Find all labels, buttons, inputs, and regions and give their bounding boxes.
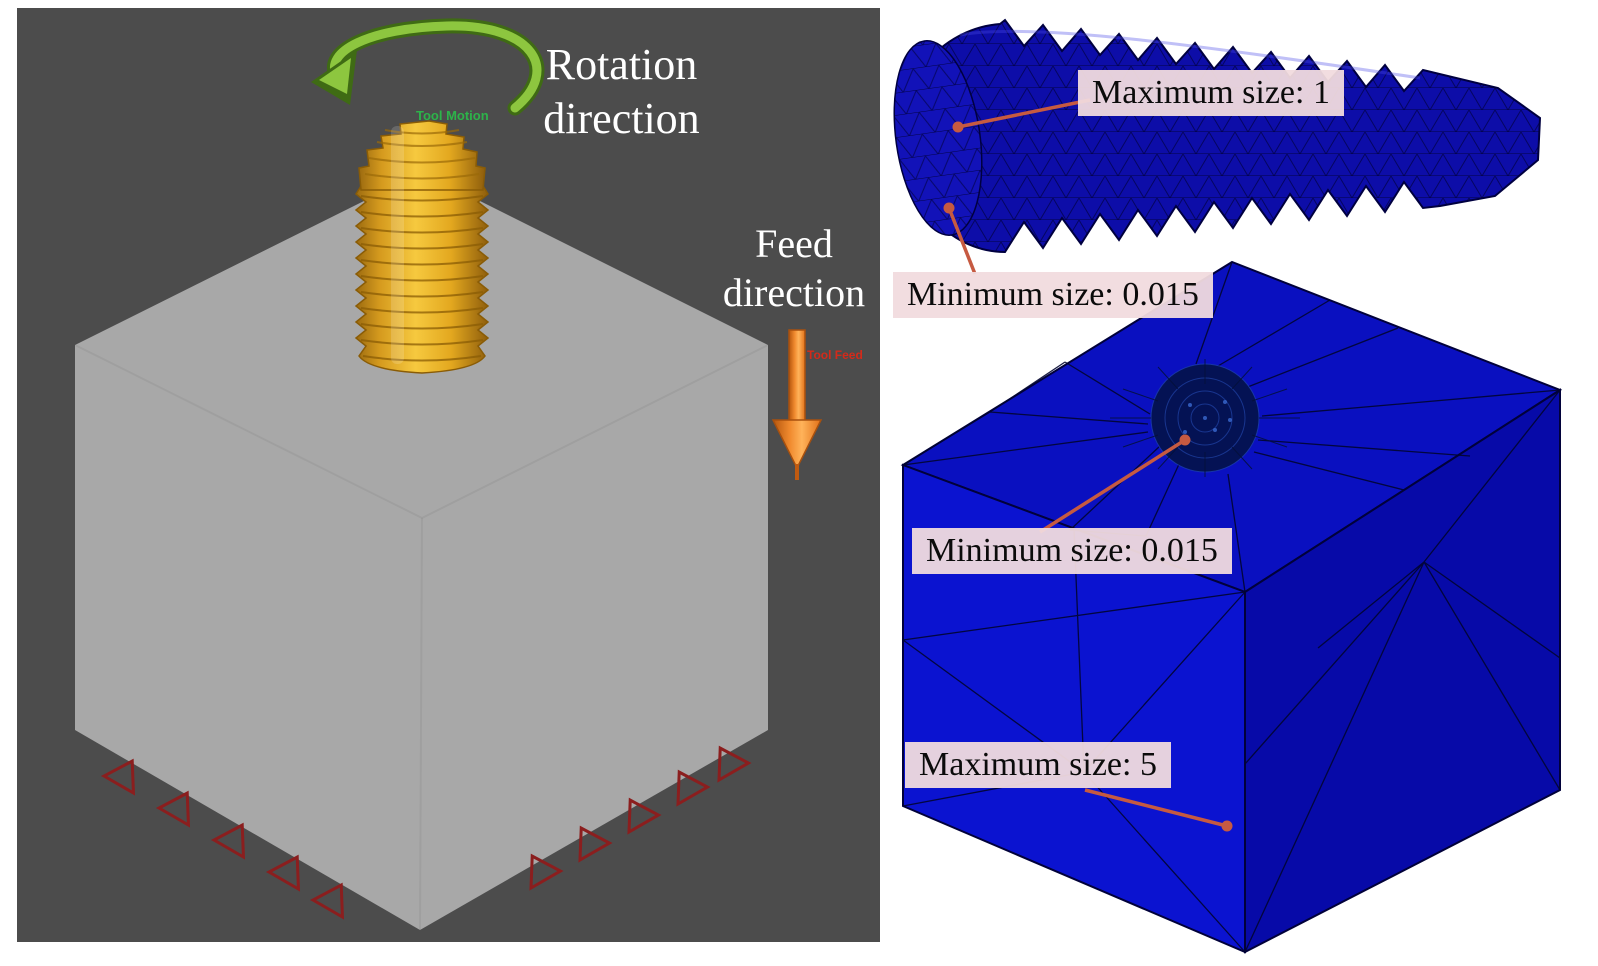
boundary-triangle-icon: [717, 745, 752, 783]
boundary-triangle-icon: [100, 758, 136, 796]
workpiece-block: [74, 172, 769, 931]
boundary-condition-triangles: [100, 745, 752, 920]
tool-mesh: [893, 18, 1542, 254]
workpiece-cube-mesh: [900, 260, 1563, 954]
boundary-triangle-icon: [627, 797, 662, 835]
boundary-triangle-icon: [155, 790, 191, 828]
rotation-arrow-icon: [311, 18, 545, 116]
feed-arrow-icon: [771, 329, 823, 480]
tool-motion-label: Tool Motion: [416, 108, 489, 123]
workpiece-mesh-maximum-size-label: Maximum size: 5: [905, 742, 1171, 788]
tool-mesh-minimum-size-label: Minimum size: 0.015: [893, 272, 1213, 318]
boundary-triangle-icon: [529, 853, 564, 891]
boundary-triangle-icon: [265, 854, 301, 892]
tool-mesh-maximum-size-label: Maximum size: 1: [1078, 70, 1344, 116]
boundary-triangle-icon: [210, 822, 246, 860]
simulation-scene: [74, 18, 823, 931]
boundary-triangle-icon: [578, 825, 613, 863]
feed-direction-label: Feed direction: [722, 221, 866, 315]
boundary-triangle-icon: [676, 769, 711, 807]
mesh-lines: [902, 261, 1561, 953]
drill-tool: [354, 120, 490, 374]
tool-feed-label: Tool Feed: [807, 348, 863, 362]
rotation-direction-label: Rotation direction: [543, 40, 700, 143]
workpiece-mesh-minimum-size-label: Minimum size: 0.015: [912, 528, 1232, 574]
cube-edge-lines: [74, 344, 769, 931]
boundary-triangle-icon: [309, 882, 345, 920]
leader-lines: [947, 98, 1228, 828]
leader-dots: [943, 121, 1233, 832]
simulation-setup-panel: Rotation direction Feed direction Tool M…: [17, 8, 880, 942]
